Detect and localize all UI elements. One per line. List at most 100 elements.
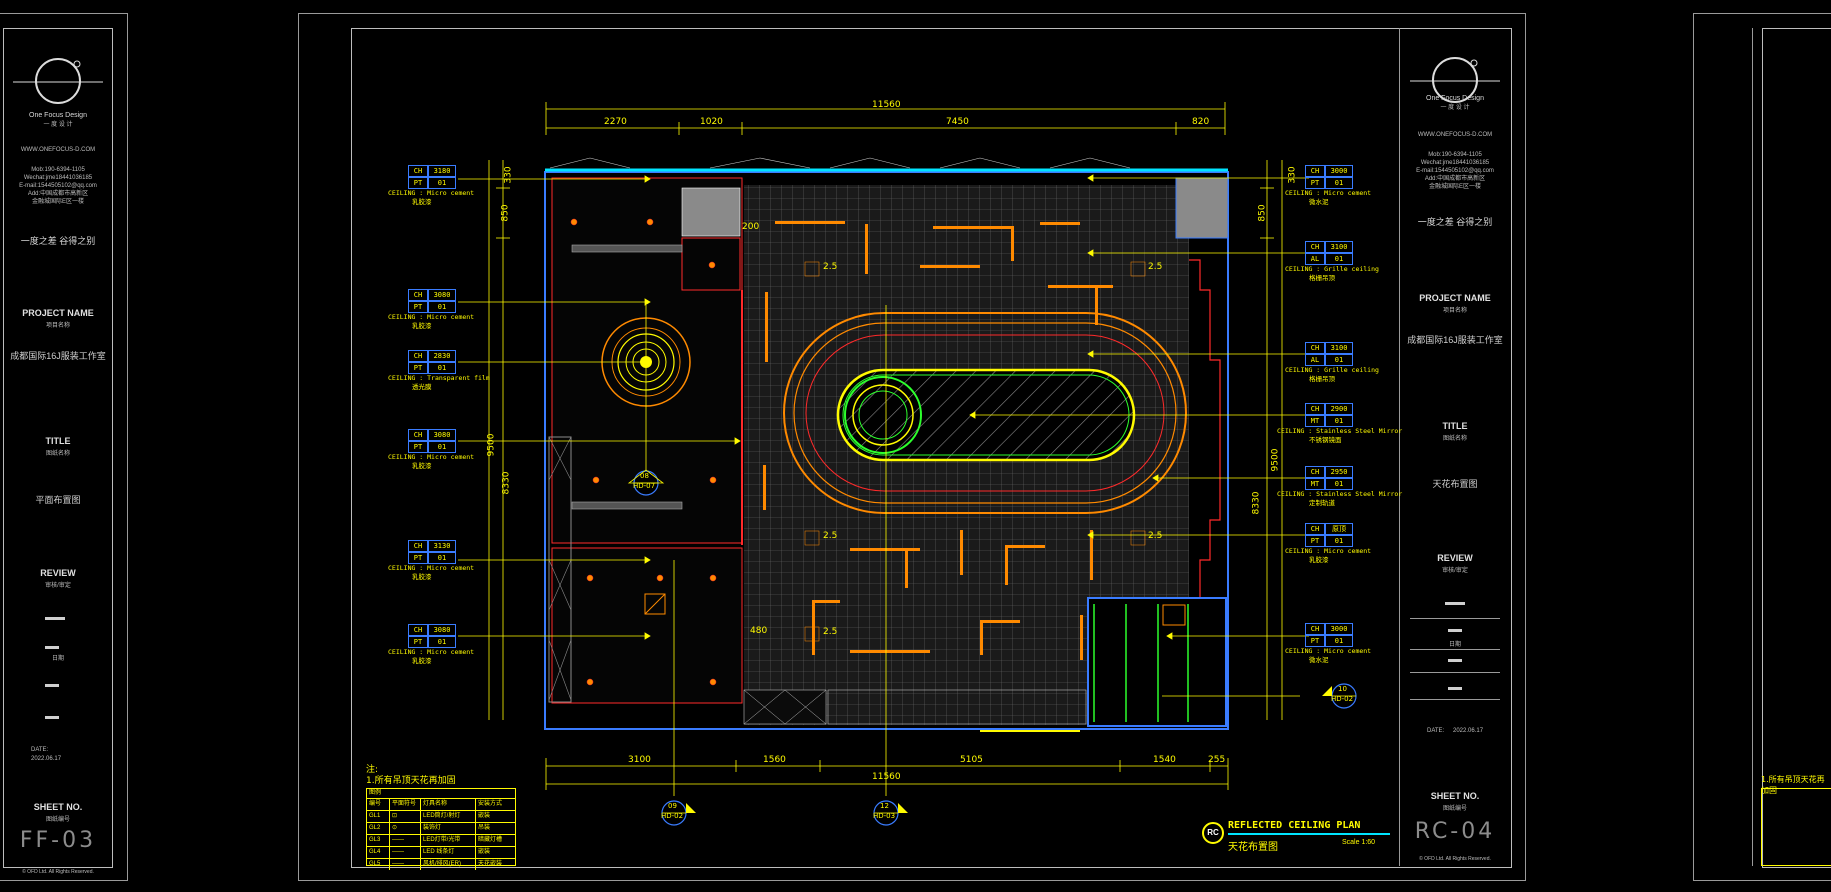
tag-code: 01 xyxy=(1325,177,1353,189)
downlight-icons xyxy=(570,218,1146,686)
legend-cell: 嵌装 xyxy=(478,849,491,855)
tag-ch: 3100 xyxy=(1325,342,1353,354)
rack-cross xyxy=(548,436,572,701)
project-value: 成都国际16J服装工作室 xyxy=(1407,335,1503,345)
tag-code: 01 xyxy=(428,552,456,564)
logo-name: One Focus Design xyxy=(29,112,87,119)
divider-line xyxy=(1410,672,1500,673)
tag-code: 01 xyxy=(1325,253,1353,265)
tag-ch: 3080 xyxy=(428,624,456,636)
legend-header: 灯具名称 xyxy=(421,799,476,810)
legend-cell: LED筒灯/射灯 xyxy=(421,811,476,822)
tag-code: 01 xyxy=(1325,354,1353,366)
title-underline xyxy=(1228,833,1390,835)
legend-cell: 天花嵌装 xyxy=(478,861,503,867)
sheet-number: RC-04 xyxy=(1414,819,1496,844)
callout-ref: HD-02 xyxy=(661,812,684,820)
callout-marker xyxy=(627,469,665,496)
tag-mat: PT xyxy=(1305,177,1325,189)
track-outer xyxy=(783,312,1187,514)
signature-mark xyxy=(45,716,59,719)
far-right-sheet-border xyxy=(1762,28,1831,868)
legend-cell: GL4 xyxy=(367,847,390,858)
callout-number: 08 xyxy=(640,472,649,480)
tag-code: 01 xyxy=(1325,635,1353,647)
spot-label: 200 xyxy=(742,222,760,232)
legend-cell: —— xyxy=(390,847,421,858)
callout-marker xyxy=(1322,683,1357,709)
facade-glazing xyxy=(549,157,1131,169)
legend-cell: GL2 xyxy=(367,823,390,834)
contact-line: Add:中国成都市高新区 xyxy=(1424,176,1486,182)
signature-mark xyxy=(1445,602,1465,605)
tag-code: 01 xyxy=(428,441,456,453)
sheet-label: SHEET NO. xyxy=(1430,791,1480,801)
tag-ch: 3180 xyxy=(428,165,456,177)
contact-line: E-mail:1544505102@qq.com xyxy=(1416,168,1494,174)
tag-code: 01 xyxy=(428,636,456,648)
review-label-cn: 审核/审定 xyxy=(45,583,71,589)
sheet-number: FF-03 xyxy=(19,828,97,853)
tag-desc: CEILING : Grille ceiling xyxy=(1285,366,1379,374)
fitting-room xyxy=(1087,597,1227,727)
tag-ch: 2950 xyxy=(1325,466,1353,478)
callout-marker xyxy=(661,800,696,826)
spot-label: 2.5 xyxy=(823,262,838,272)
spot-label: 2.5 xyxy=(1148,262,1163,272)
tag-cn: 微水泥 xyxy=(1309,656,1329,664)
tag-cn: 乳胶漆 xyxy=(412,462,432,470)
project-value: 成都国际16J服装工作室 xyxy=(10,351,106,361)
shaft xyxy=(681,237,741,291)
tag-ch: 原顶 xyxy=(1325,523,1353,535)
linear-lights xyxy=(763,221,1113,660)
left-sheet: One Focus Design 一 度 设 计 WWW.ONEFOCUS-D.… xyxy=(0,13,128,881)
legend-cell: 吊装 xyxy=(478,825,491,831)
top-dimension-lines xyxy=(545,102,1226,135)
contact-line: Mob:190-6394-1105 xyxy=(31,167,85,173)
tag-cn: 定制轨道 xyxy=(1309,499,1335,507)
legend-title: 图例 xyxy=(369,790,382,796)
notes-line: 1.所有吊顶天花再加固 xyxy=(366,776,456,786)
access-panel xyxy=(644,593,666,615)
tag-cn: 透光膜 xyxy=(412,383,432,391)
drawing-title-cn: 天花布置图 xyxy=(1228,842,1278,853)
fitting-room-lights xyxy=(1093,604,1189,722)
legend-cell: ⊙ xyxy=(390,823,421,834)
callout-marker xyxy=(873,800,908,826)
title-value: 天花布置图 xyxy=(1432,479,1478,489)
tag-ch: 3080 xyxy=(428,429,456,441)
title-value: 平面布置图 xyxy=(35,495,81,505)
callout-number: 10 xyxy=(1338,685,1347,693)
legend-cell: GL5 xyxy=(367,859,390,870)
logo-name: One Focus Design xyxy=(1426,95,1484,102)
tag-ch: 2830 xyxy=(428,350,456,362)
signature-mark xyxy=(1448,629,1462,632)
review-sub: 日期 xyxy=(1448,642,1461,648)
signature-mark xyxy=(1448,687,1462,690)
tag-mat: MT xyxy=(1305,415,1325,427)
tag-desc: CEILING : Micro cement xyxy=(388,564,475,572)
website: WWW.ONEFOCUS-D.COM xyxy=(20,147,96,153)
far-right-sheet xyxy=(1693,13,1831,881)
signature-mark xyxy=(45,646,59,649)
tag-desc: CEILING : Micro cement xyxy=(1285,547,1372,555)
tag-ch: 3080 xyxy=(428,289,456,301)
logo-icon xyxy=(13,58,103,104)
tag-cn: 微水泥 xyxy=(1309,198,1329,206)
tag-mat: PT xyxy=(408,177,428,189)
signature-mark xyxy=(45,684,59,687)
shoe-rack xyxy=(827,689,1087,725)
far-right-divider xyxy=(1752,28,1753,866)
dim-bottom: 5105 xyxy=(960,755,983,765)
tag-desc: CEILING : Micro cement xyxy=(1285,189,1372,197)
left-sheet-border xyxy=(3,28,113,868)
drawing-title-block: RC REFLECTED CEILING PLAN 天花布置图 Scale 1:… xyxy=(1202,820,1392,860)
